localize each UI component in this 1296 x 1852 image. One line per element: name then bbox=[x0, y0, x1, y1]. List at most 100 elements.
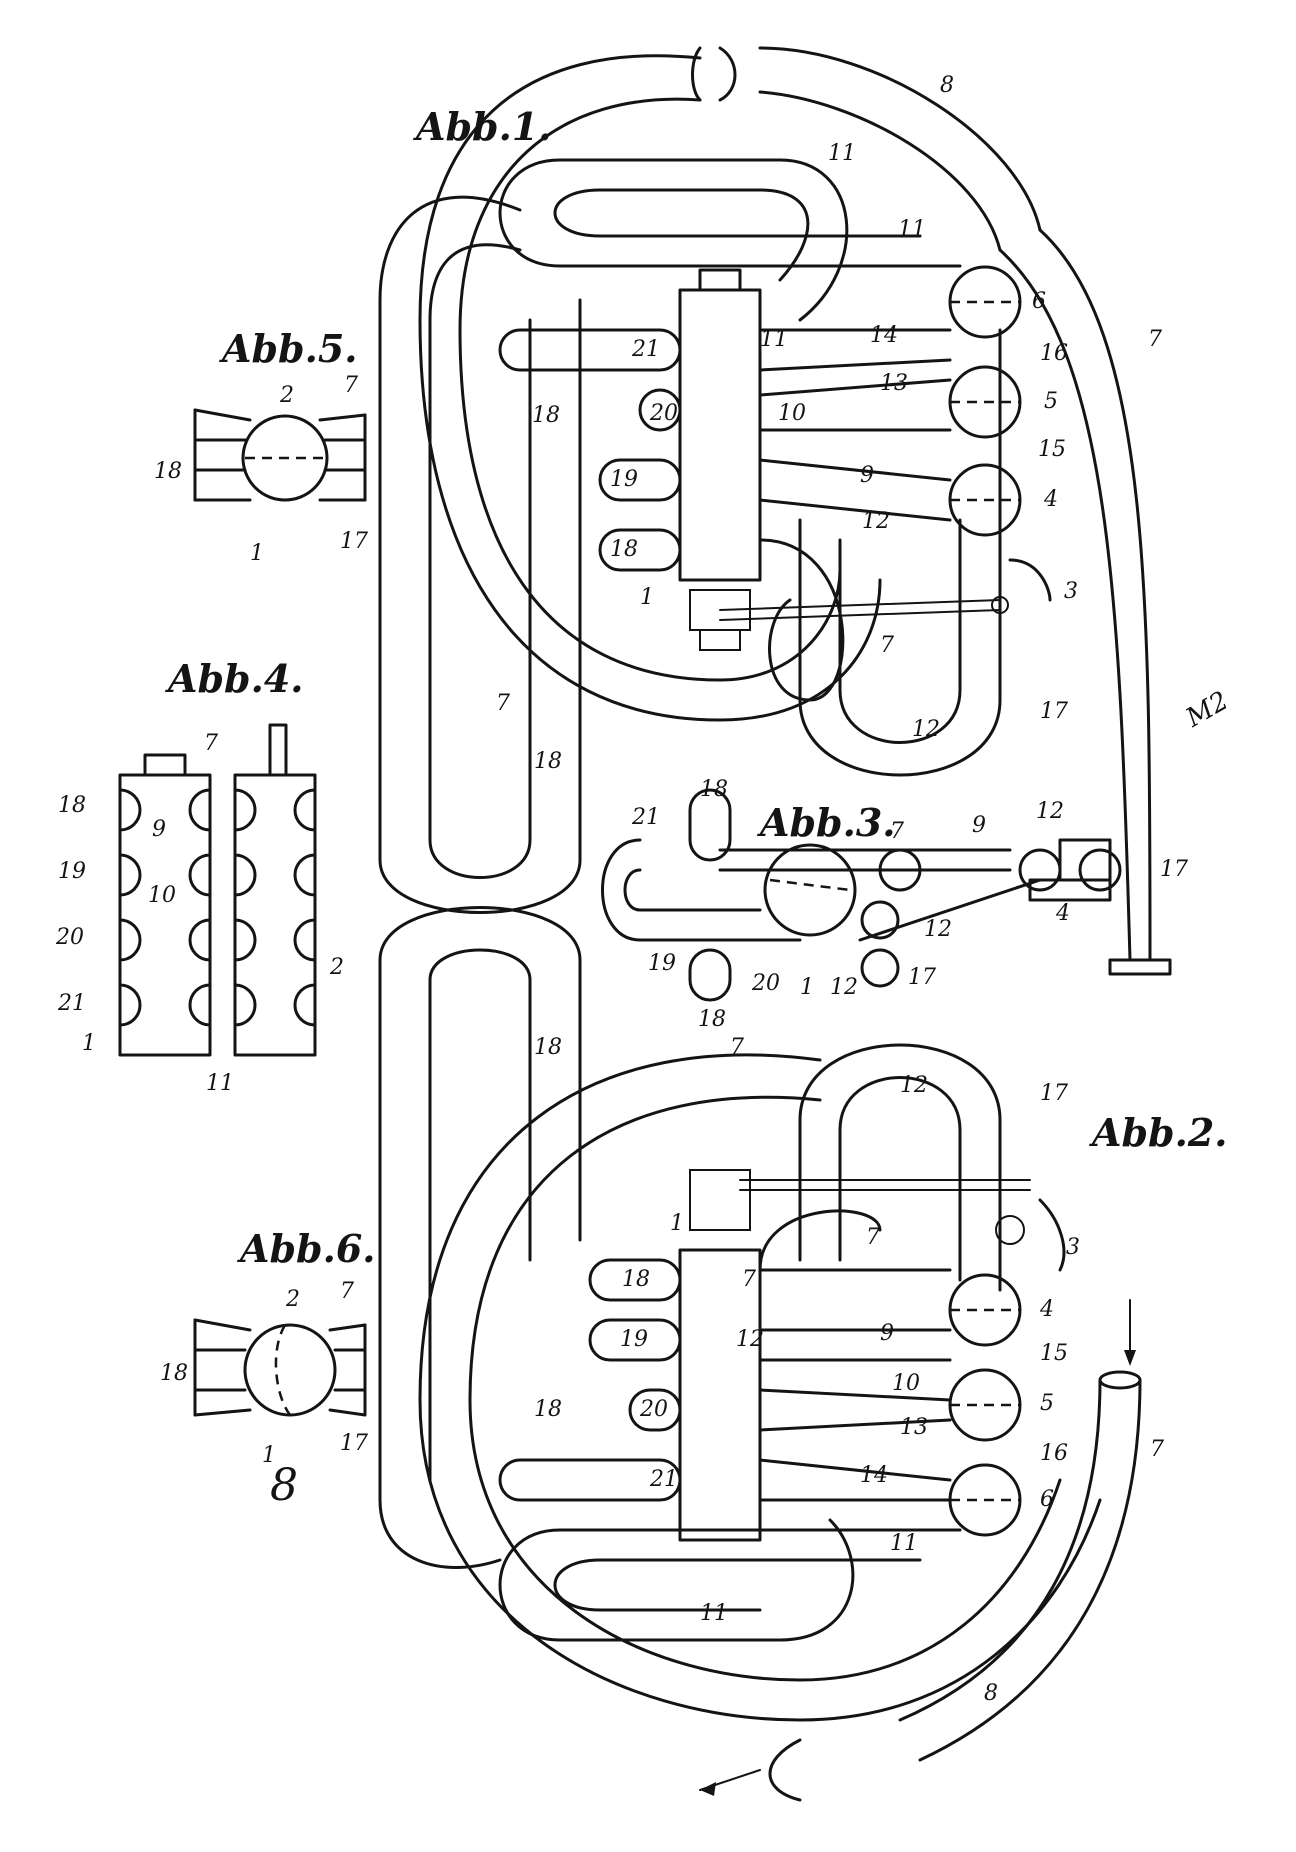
abb1-label-12: 12 bbox=[862, 509, 890, 534]
figure-abb2: Abb.2. 18 7 12 17 1 7 18 7 4 3 19 12 9 1… bbox=[378, 906, 1228, 1802]
abb2-label-3: 3 bbox=[1066, 1235, 1080, 1260]
abb1-label-15: 15 bbox=[1038, 437, 1066, 462]
abb3-label-18: 18 bbox=[698, 1007, 726, 1032]
figure-abb6: Abb.6. 2 7 18 1 17 bbox=[160, 1226, 376, 1468]
abb2-label-4: 4 bbox=[1039, 1297, 1054, 1322]
abb2-label-18: 18 bbox=[534, 1397, 562, 1422]
abb1-label-5: 5 bbox=[1044, 389, 1058, 414]
abb5-title: Abb.5. bbox=[219, 326, 358, 371]
abb3-label-1: 1 bbox=[800, 975, 814, 1000]
abb1-label-19: 19 bbox=[610, 467, 638, 492]
abb3-label-12: 12 bbox=[830, 975, 858, 1000]
abb4-label-18: 18 bbox=[58, 793, 86, 818]
abb3-label-20: 20 bbox=[751, 971, 780, 996]
abb3-label-7: 7 bbox=[890, 819, 904, 844]
abb1-label-7: 7 bbox=[880, 633, 894, 658]
abb3-labels: 18 21 7 9 12 17 19 20 1 12 12 17 18 4 bbox=[631, 777, 1188, 1032]
abb2-label-5: 5 bbox=[1040, 1391, 1054, 1416]
abb2-label-7: 7 bbox=[730, 1035, 744, 1060]
figure-abb1: Abb.1. 8 11 11 6 11 14 16 7 21 18 20 10 … bbox=[378, 46, 1172, 976]
abb2-label-14: 14 bbox=[860, 1463, 888, 1488]
abb3-label-12: 12 bbox=[1036, 799, 1064, 824]
abb3-label-9: 9 bbox=[972, 813, 986, 838]
abb1-label-16: 16 bbox=[1040, 341, 1068, 366]
abb3-label-19: 19 bbox=[648, 951, 676, 976]
abb1-label-4: 4 bbox=[1043, 487, 1058, 512]
abb1-labels: 8 11 11 6 11 14 16 7 21 18 20 10 13 5 15… bbox=[496, 73, 1162, 774]
abb3-label-12: 12 bbox=[924, 917, 952, 942]
abb3-label-17: 17 bbox=[908, 965, 936, 990]
abb1-label-18: 18 bbox=[532, 403, 560, 428]
abb6-label-7: 7 bbox=[340, 1279, 354, 1304]
abb2-label-7: 7 bbox=[742, 1267, 756, 1292]
abb2-label-16: 16 bbox=[1040, 1441, 1068, 1466]
figure-abb5: Abb.5. 2 7 18 1 17 bbox=[154, 326, 368, 566]
abb1-label-1: 1 bbox=[640, 585, 654, 610]
abb2-label-18: 18 bbox=[622, 1267, 650, 1292]
abb1-label-11: 11 bbox=[760, 327, 788, 352]
abb2-label-11: 11 bbox=[700, 1601, 728, 1626]
abb4-title: Abb.4. bbox=[165, 656, 304, 701]
abb2-label-15: 15 bbox=[1040, 1341, 1068, 1366]
figure-abb3: Abb.3. 18 21 7 9 12 17 19 20 1 12 12 17 … bbox=[601, 777, 1188, 1032]
abb5-label-7: 7 bbox=[344, 373, 358, 398]
figure-abb4: Abb.4. 7 18 9 19 10 20 2 21 1 11 bbox=[55, 656, 344, 1096]
abb1-label-8: 8 bbox=[940, 73, 954, 98]
abb1-label-21: 21 bbox=[631, 337, 660, 362]
abb4-label-7: 7 bbox=[204, 731, 218, 756]
abb4-labels: 7 18 9 19 10 20 2 21 1 11 bbox=[55, 731, 344, 1096]
abb1-label-11: 11 bbox=[828, 141, 856, 166]
abb2-label-6: 6 bbox=[1040, 1487, 1054, 1512]
abb5-label-1: 1 bbox=[250, 541, 264, 566]
abb4-label-9: 9 bbox=[152, 817, 166, 842]
abb2-label-21: 21 bbox=[649, 1467, 678, 1492]
abb2-label-12: 12 bbox=[900, 1073, 928, 1098]
abb5-label-18: 18 bbox=[154, 459, 182, 484]
abb4-label-1: 1 bbox=[82, 1031, 96, 1056]
abb2-label-9: 9 bbox=[880, 1321, 894, 1346]
abb1-title: Abb.1. bbox=[413, 104, 552, 149]
abb2-label-13: 13 bbox=[900, 1415, 928, 1440]
abb6-label-1: 1 bbox=[262, 1443, 276, 1468]
abb1-label-18: 18 bbox=[610, 537, 638, 562]
abb3-label-18: 18 bbox=[700, 777, 728, 802]
abb2-label-19: 19 bbox=[620, 1327, 648, 1352]
abb1-label-11: 11 bbox=[898, 217, 926, 242]
abb3-label-17: 17 bbox=[1160, 857, 1188, 882]
abb1-label-14: 14 bbox=[870, 323, 898, 348]
abb5-label-2: 2 bbox=[279, 383, 294, 408]
abb2-label-18: 18 bbox=[534, 1035, 562, 1060]
abb1-label-18: 18 bbox=[534, 749, 562, 774]
abb4-label-11: 11 bbox=[206, 1071, 234, 1096]
abb4-label-21: 21 bbox=[57, 991, 86, 1016]
abb1-label-12: 12 bbox=[912, 717, 940, 742]
abb1-label-13: 13 bbox=[880, 371, 908, 396]
abb2-label-1: 1 bbox=[670, 1211, 684, 1236]
abb3-label-4: 4 bbox=[1055, 901, 1070, 926]
abb2-label-8: 8 bbox=[984, 1681, 998, 1706]
abb6-label-18: 18 bbox=[160, 1361, 188, 1386]
abb2-labels: 18 7 12 17 1 7 18 7 4 3 19 12 9 15 20 10… bbox=[534, 1035, 1164, 1706]
abb2-label-11: 11 bbox=[890, 1531, 918, 1556]
abb5-labels: 2 7 18 1 17 bbox=[154, 373, 368, 566]
abb2-label-7: 7 bbox=[866, 1225, 880, 1250]
abb2-label-12: 12 bbox=[736, 1327, 764, 1352]
abb6-labels: 2 7 18 1 17 bbox=[160, 1279, 368, 1468]
margin-note: M2 bbox=[1180, 686, 1233, 734]
abb1-label-10: 10 bbox=[778, 401, 806, 426]
abb1-label-3: 3 bbox=[1064, 579, 1078, 604]
abb1-label-7: 7 bbox=[1148, 327, 1162, 352]
abb4-label-19: 19 bbox=[58, 859, 86, 884]
abb4-label-20: 20 bbox=[55, 925, 84, 950]
abb1-label-20: 20 bbox=[649, 401, 678, 426]
abb2-label-10: 10 bbox=[892, 1371, 920, 1396]
abb6-title: Abb.6. bbox=[237, 1226, 376, 1271]
abb2-label-20: 20 bbox=[639, 1397, 668, 1422]
abb6-label-17: 17 bbox=[340, 1431, 368, 1456]
abb1-label-7: 7 bbox=[496, 691, 510, 716]
abb6-label-2: 2 bbox=[285, 1287, 300, 1312]
abb4-label-2: 2 bbox=[329, 955, 344, 980]
abb1-label-17: 17 bbox=[1040, 699, 1068, 724]
